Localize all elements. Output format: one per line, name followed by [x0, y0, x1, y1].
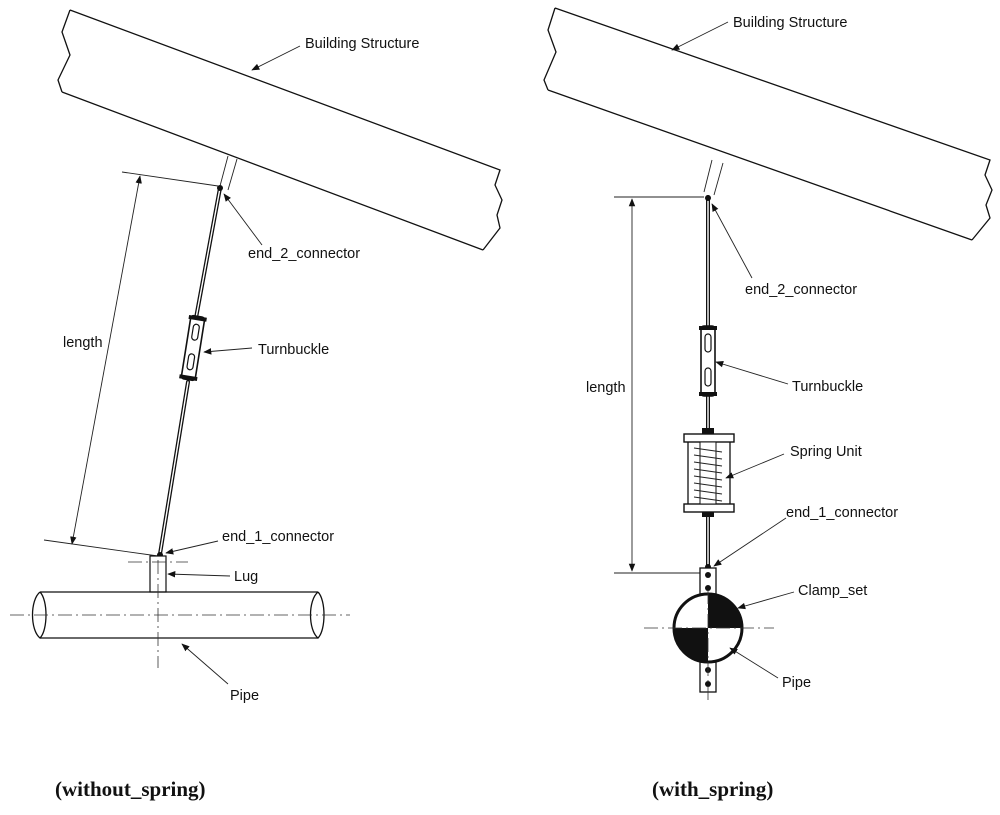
- right-spring-unit: [683, 428, 735, 517]
- left-building-beam: [57, 9, 503, 251]
- left-label-end2-connector: end_2_connector: [248, 246, 360, 262]
- left-label-end1-connector: end_1_connector: [222, 529, 334, 545]
- right-label-end1-connector: end_1_connector: [786, 505, 898, 521]
- right-caption: (with_spring): [652, 777, 773, 801]
- left-label-lug: Lug: [234, 569, 258, 585]
- right-clamp-set: [699, 567, 717, 693]
- left-turnbuckle: [179, 314, 207, 382]
- left-rod-anchor: [219, 155, 238, 191]
- right-label-spring-unit: Spring Unit: [790, 444, 862, 460]
- right-hanger-rod: [705, 195, 711, 570]
- right-pipe: [644, 590, 774, 700]
- left-label-turnbuckle: Turnbuckle: [258, 342, 329, 358]
- right-label-building-structure: Building Structure: [733, 15, 847, 31]
- right-label-turnbuckle: Turnbuckle: [792, 379, 863, 395]
- left-hanger-rod: [157, 185, 223, 558]
- left-label-length: length: [63, 335, 103, 351]
- right-label-clamp-set: Clamp_set: [798, 583, 867, 599]
- right-leaders: [671, 21, 795, 679]
- left-pipe: [10, 560, 350, 668]
- right-view: Building Structure end_2_connector Turnb…: [543, 7, 993, 801]
- left-view: Building Structure end_2_connector Turnb…: [10, 9, 503, 801]
- right-label-end2-connector: end_2_connector: [745, 282, 857, 298]
- right-turnbuckle: [699, 325, 717, 397]
- right-rod-anchor: [703, 159, 724, 196]
- left-caption: (without_spring): [55, 777, 206, 801]
- left-label-building-structure: Building Structure: [305, 36, 419, 52]
- left-label-pipe: Pipe: [230, 688, 259, 704]
- left-length-dimension: [43, 171, 219, 557]
- right-label-pipe: Pipe: [782, 675, 811, 691]
- left-leaders: [165, 45, 301, 685]
- right-label-length: length: [586, 380, 626, 396]
- right-length-dimension: [614, 196, 704, 574]
- right-building-beam: [543, 7, 993, 241]
